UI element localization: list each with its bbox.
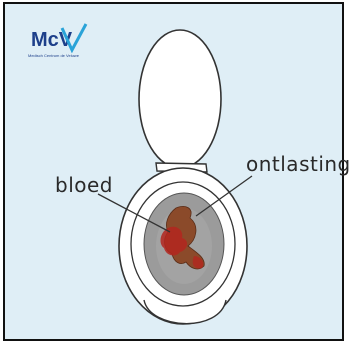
- toilet-lid: [139, 30, 221, 168]
- logo-tagline: Medisch Centrum de Veluwe: [28, 53, 80, 58]
- label-blood: bloed: [55, 173, 113, 197]
- mcv-logo: McV Medisch Centrum de Veluwe: [28, 24, 86, 58]
- label-stool: ontlasting: [246, 152, 351, 176]
